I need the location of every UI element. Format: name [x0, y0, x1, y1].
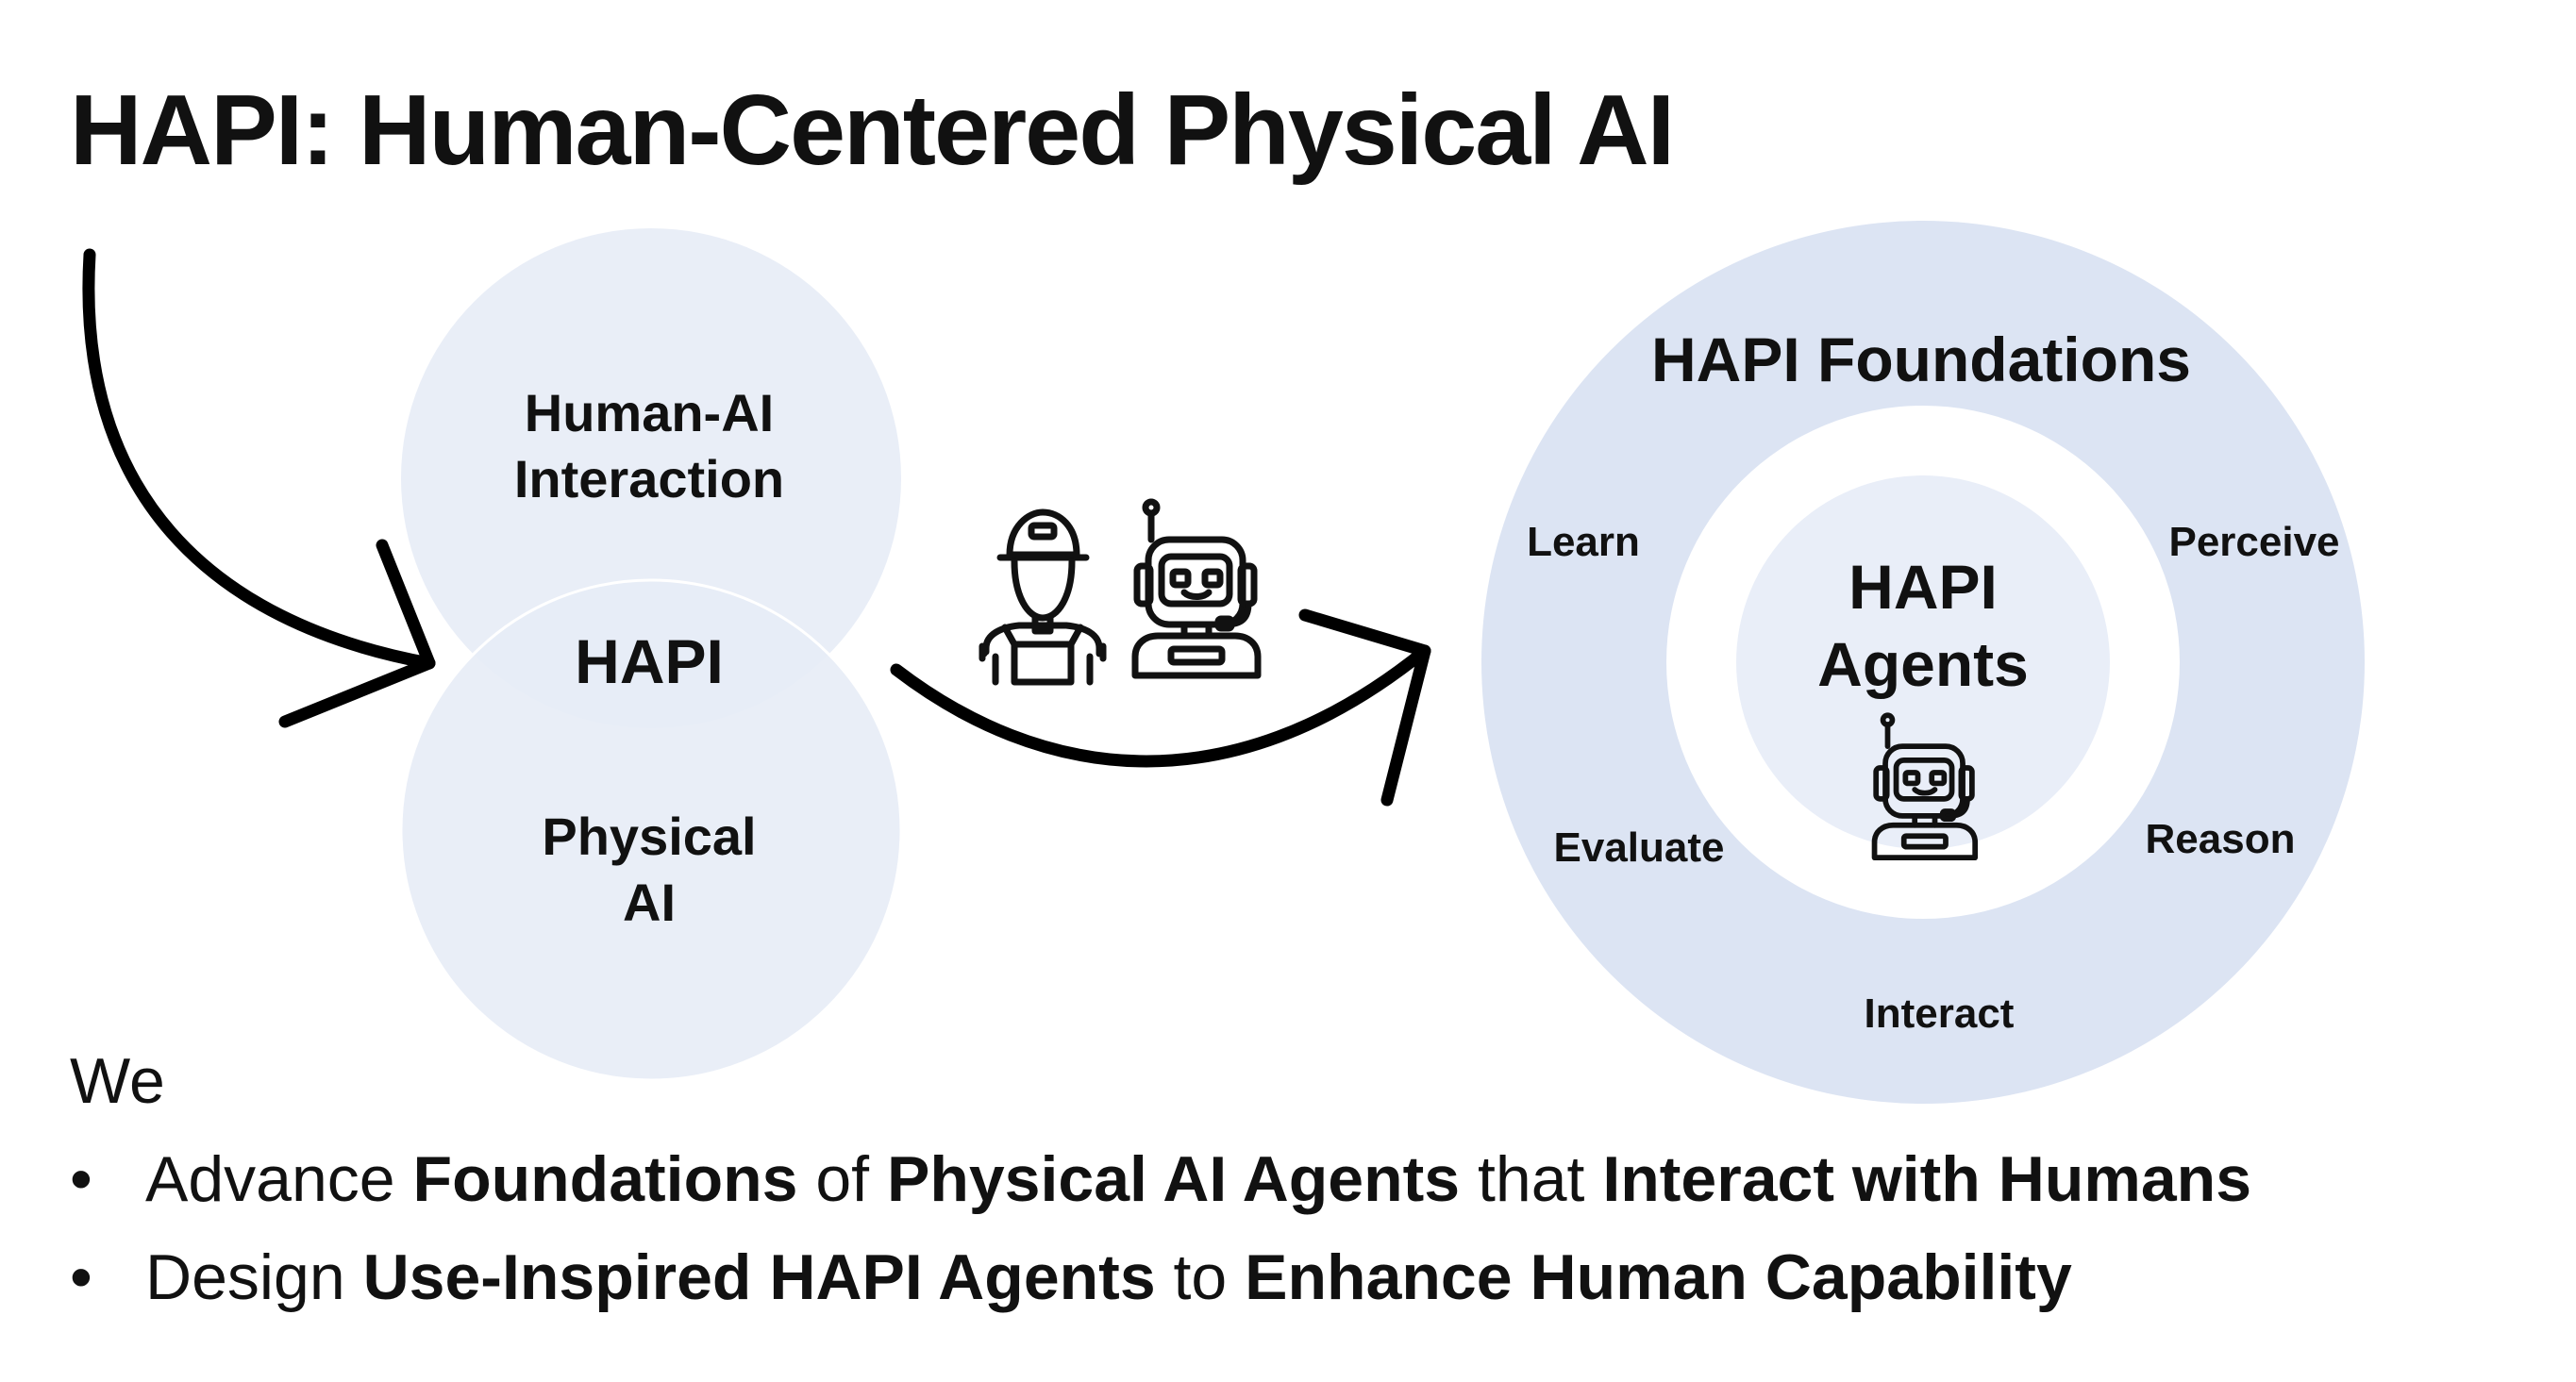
bullet-segment-bold: Physical AI Agents — [886, 1143, 1461, 1215]
bullet-segment-bold: Foundations — [412, 1143, 798, 1215]
step-reason: Reason — [2146, 816, 2296, 862]
venn-diagram: Human-AI Interaction HAPI Physical AI — [399, 228, 903, 1082]
step-evaluate: Evaluate — [1554, 824, 1725, 871]
bullet-segment-bold: Use-Inspired HAPI Agents — [362, 1241, 1156, 1313]
human-worker-icon — [979, 508, 1107, 686]
step-interact: Interact — [1865, 991, 2015, 1037]
venn-top-label-line2: Interaction — [514, 449, 784, 508]
agents-core — [1736, 475, 2110, 849]
bullet-text: Advance Foundations of Physical AI Agent… — [145, 1130, 2251, 1228]
connecting-arrow — [890, 608, 1431, 807]
step-perceive: Perceive — [2168, 519, 2339, 565]
bullet-segment: Advance — [145, 1143, 413, 1215]
mission-statement: We • Advance Foundations of Physical AI … — [70, 1032, 2485, 1326]
venn-bottom-label-line2: AI — [623, 873, 676, 932]
mission-intro: We — [70, 1045, 165, 1117]
bullet-marker: • — [70, 1143, 92, 1215]
bullet-segment: to — [1155, 1241, 1246, 1313]
bullet-segment: Design — [145, 1241, 363, 1313]
robot-headset-icon — [1131, 498, 1262, 679]
bullet-item: • Advance Foundations of Physical AI Age… — [70, 1130, 2485, 1228]
venn-circle-human-ai-interaction — [401, 228, 901, 728]
bullet-segment: of — [797, 1143, 887, 1215]
bullet-segment: that — [1460, 1143, 1603, 1215]
venn-top-label-line1: Human-AI — [525, 383, 774, 442]
slide-title: HAPI: Human-Centered Physical AI — [70, 75, 1675, 186]
venn-bottom-label-line1: Physical — [542, 807, 756, 866]
bullet-item: • Design Use-Inspired HAPI Agents to Enh… — [70, 1228, 2485, 1326]
venn-circle-physical-ai — [401, 580, 901, 1080]
bullet-marker: • — [70, 1241, 92, 1313]
agent-robot-icon — [1871, 712, 1979, 861]
venn-center-label: HAPI — [575, 626, 724, 696]
agents-label-line1: HAPI — [1848, 552, 1998, 622]
step-learn: Learn — [1527, 519, 1640, 565]
bullet-text: Design Use-Inspired HAPI Agents to Enhan… — [145, 1228, 2072, 1326]
incoming-arrow — [82, 248, 436, 728]
foundations-title: HAPI Foundations — [1651, 325, 2191, 394]
bullet-segment-bold: Enhance Human Capability — [1245, 1241, 2072, 1313]
foundations-diagram: HAPI Foundations HAPI Agents Learn Perce… — [1481, 221, 2365, 1104]
bullet-segment-bold: Interact with Humans — [1602, 1143, 2252, 1215]
agents-label-line2: Agents — [1817, 629, 2029, 699]
